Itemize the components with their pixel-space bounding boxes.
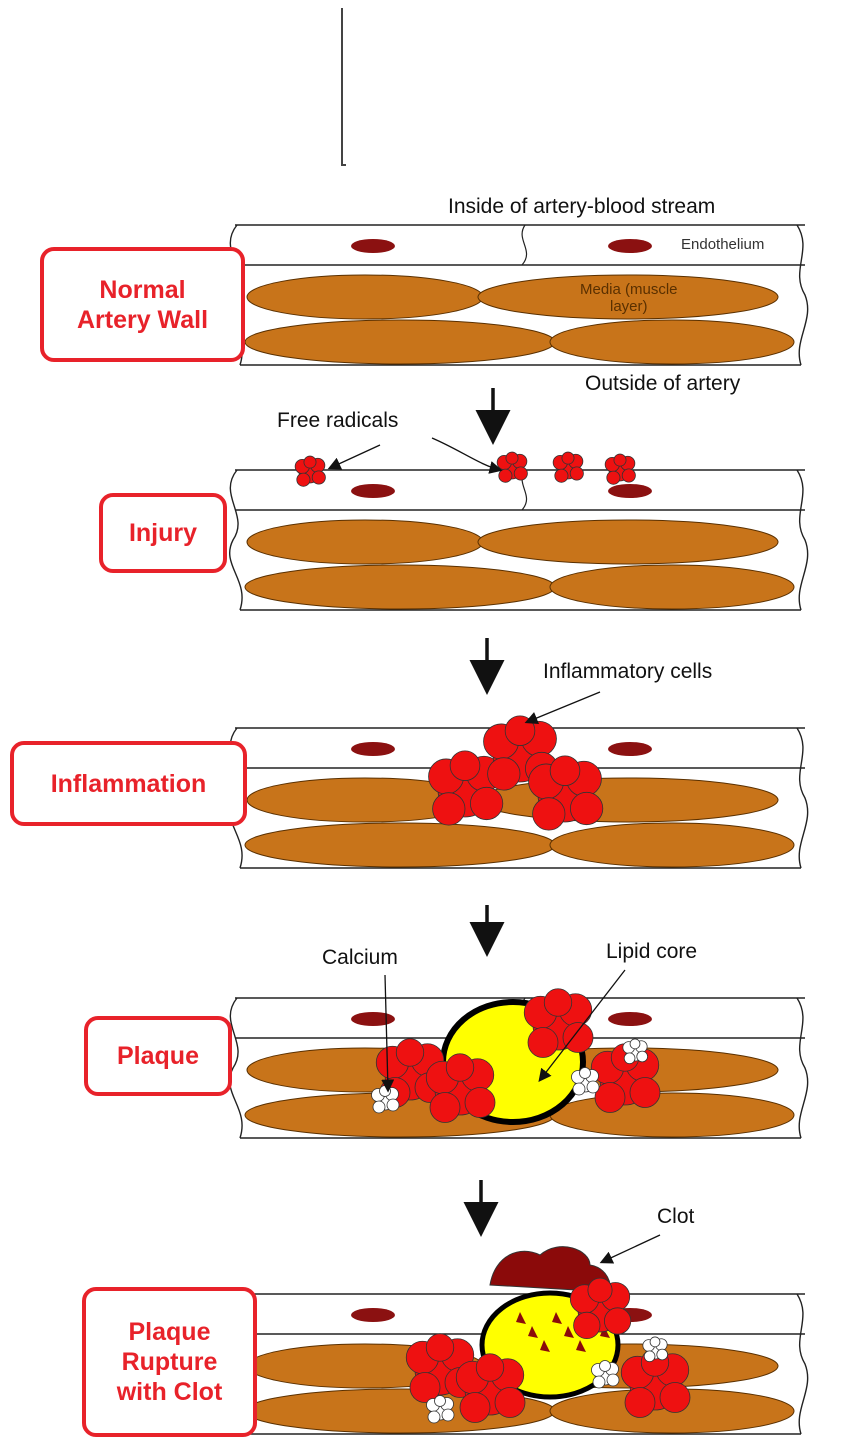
- pointer-clot: [602, 1235, 660, 1262]
- bracket-line: [342, 8, 346, 165]
- wall-injury-right-edge: [797, 470, 808, 610]
- stage-label-plaque: Plaque: [84, 1016, 232, 1096]
- label-inflammatory-cells: Inflammatory cells: [543, 660, 712, 684]
- rupture-cell-2: [570, 1278, 631, 1339]
- free-radical-3: [605, 454, 635, 484]
- wall-inflammation-muscle-1: [478, 778, 778, 822]
- wall-injury-muscle-0: [247, 520, 483, 564]
- pointer-free-radicals-0: [330, 445, 380, 468]
- label-lipid-core: Lipid core: [606, 940, 697, 964]
- wall-normal-nucleus-1: [608, 239, 652, 253]
- pointer-free-radicals-1: [432, 438, 500, 470]
- wall-inflammation-muscle-2: [245, 823, 555, 867]
- rupture-calcium-0: [427, 1396, 455, 1424]
- wall-normal-cell-boundary: [522, 225, 527, 265]
- label-media: Media (muscle layer): [580, 281, 678, 316]
- inflammatory-cell-2: [529, 756, 603, 830]
- inflammatory-cell-0: [429, 751, 503, 825]
- wall-injury-muscle-1: [478, 520, 778, 564]
- wall-normal-muscle-0: [247, 275, 483, 319]
- calcium-1: [572, 1068, 600, 1096]
- stage-label-inflammation: Inflammation: [10, 741, 247, 826]
- label-inside-artery: Inside of artery-blood stream: [448, 195, 715, 219]
- wall-inflammation-right-edge: [797, 728, 808, 868]
- free-radical-2: [553, 452, 583, 482]
- wall-inflammation-nucleus-1: [608, 742, 652, 756]
- wall-plaque-nucleus-0: [351, 1012, 395, 1026]
- label-clot: Clot: [657, 1205, 694, 1229]
- wall-plaque-muscle-3: [550, 1093, 794, 1137]
- wall-injury-muscle-3: [550, 565, 794, 609]
- label-outside-artery: Outside of artery: [585, 372, 740, 396]
- wall-injury-nucleus-1: [608, 484, 652, 498]
- plaque-cell-2: [524, 989, 593, 1058]
- wall-normal-muscle-2: [245, 320, 555, 364]
- wall-injury-muscle-2: [245, 565, 555, 609]
- calcium-0: [372, 1086, 400, 1114]
- wall-normal-nucleus-0: [351, 239, 395, 253]
- wall-rupture-right-edge: [797, 1294, 808, 1434]
- free-radical-1: [497, 452, 527, 482]
- plaque-cell-3: [591, 1044, 660, 1113]
- wall-inflammation-nucleus-0: [351, 742, 395, 756]
- plaque-cell-1: [426, 1054, 495, 1123]
- rupture-cell-1: [456, 1354, 525, 1423]
- label-calcium: Calcium: [322, 946, 398, 970]
- calcium-2: [623, 1039, 648, 1064]
- wall-normal-muscle-3: [550, 320, 794, 364]
- pointer-inflammatory-cells: [527, 692, 600, 722]
- stage-label-normal: Normal Artery Wall: [40, 247, 245, 362]
- label-free-radicals: Free radicals: [277, 409, 398, 433]
- stage-label-rupture: Plaque Rupture with Clot: [82, 1287, 257, 1437]
- wall-plaque-right-edge: [797, 998, 808, 1138]
- wall-rupture-nucleus-0: [351, 1308, 395, 1322]
- wall-injury-left-edge: [230, 470, 242, 610]
- wall-injury-nucleus-0: [351, 484, 395, 498]
- rupture-calcium-1: [592, 1361, 620, 1389]
- wall-inflammation-muscle-3: [550, 823, 794, 867]
- rupture-calcium-2: [643, 1337, 668, 1362]
- label-endothelium: Endothelium: [681, 236, 764, 253]
- wall-normal-right-edge: [797, 225, 808, 365]
- free-radical-0: [295, 456, 325, 486]
- stage-label-injury: Injury: [99, 493, 227, 573]
- wall-plaque-nucleus-1: [608, 1012, 652, 1026]
